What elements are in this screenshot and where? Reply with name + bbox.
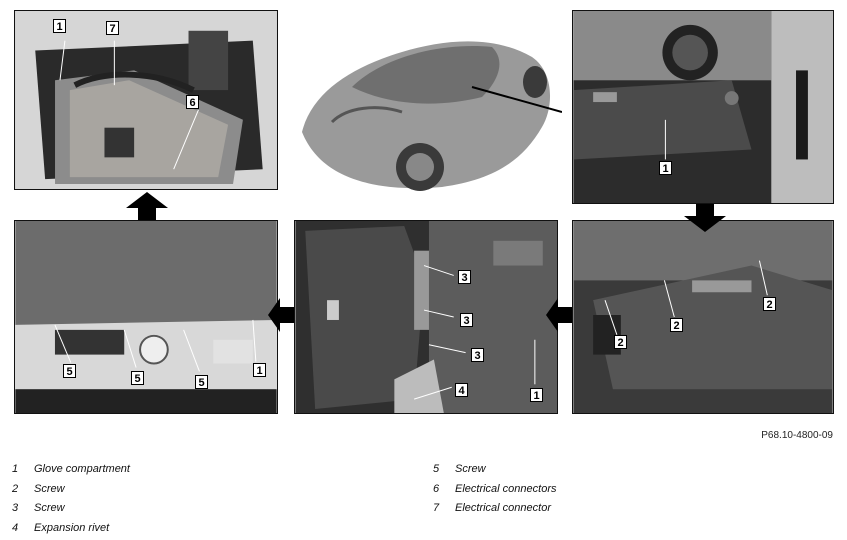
vehicle-overview-art	[292, 12, 562, 198]
callout-5: 5	[195, 375, 208, 389]
callout-5: 5	[63, 364, 76, 378]
photo-side-trim-screws: 3 3 3 4 1	[294, 220, 558, 414]
photo-vehicle-overview	[292, 12, 562, 198]
side-trim-screws-art	[295, 221, 557, 413]
callout-3: 3	[471, 348, 484, 362]
glove-compartment-installed-art	[573, 11, 833, 203]
callout-3: 3	[458, 270, 471, 284]
photo-removed-glove-compartment: 1 7 6	[14, 10, 278, 190]
photo-underside-screws: 5 5 5 1	[14, 220, 278, 414]
callout-1: 1	[253, 363, 266, 377]
callout-3: 3	[460, 313, 473, 327]
footwell-screws-art	[573, 221, 833, 413]
callout-2: 2	[670, 318, 683, 332]
photo-glove-compartment-installed: 1	[572, 10, 834, 204]
callout-5: 5	[131, 371, 144, 385]
callout-6: 6	[186, 95, 199, 109]
callout-1: 1	[659, 161, 672, 175]
arrow-left-icon	[268, 298, 294, 332]
photo-footwell-screws: 2 2 2	[572, 220, 834, 414]
document-reference: P68.10-4800-09	[761, 430, 833, 441]
arrow-up-icon	[126, 192, 168, 220]
callout-1: 1	[53, 19, 66, 33]
callout-1: 1	[530, 388, 543, 402]
callout-7: 7	[106, 21, 119, 35]
callout-2: 2	[614, 335, 627, 349]
callout-4: 4	[455, 383, 468, 397]
callout-2: 2	[763, 297, 776, 311]
arrow-down-icon	[684, 204, 726, 232]
arrow-left-icon	[546, 298, 572, 332]
photo-removed-glove-compartment-art	[15, 11, 277, 189]
underside-screws-art	[15, 221, 277, 413]
